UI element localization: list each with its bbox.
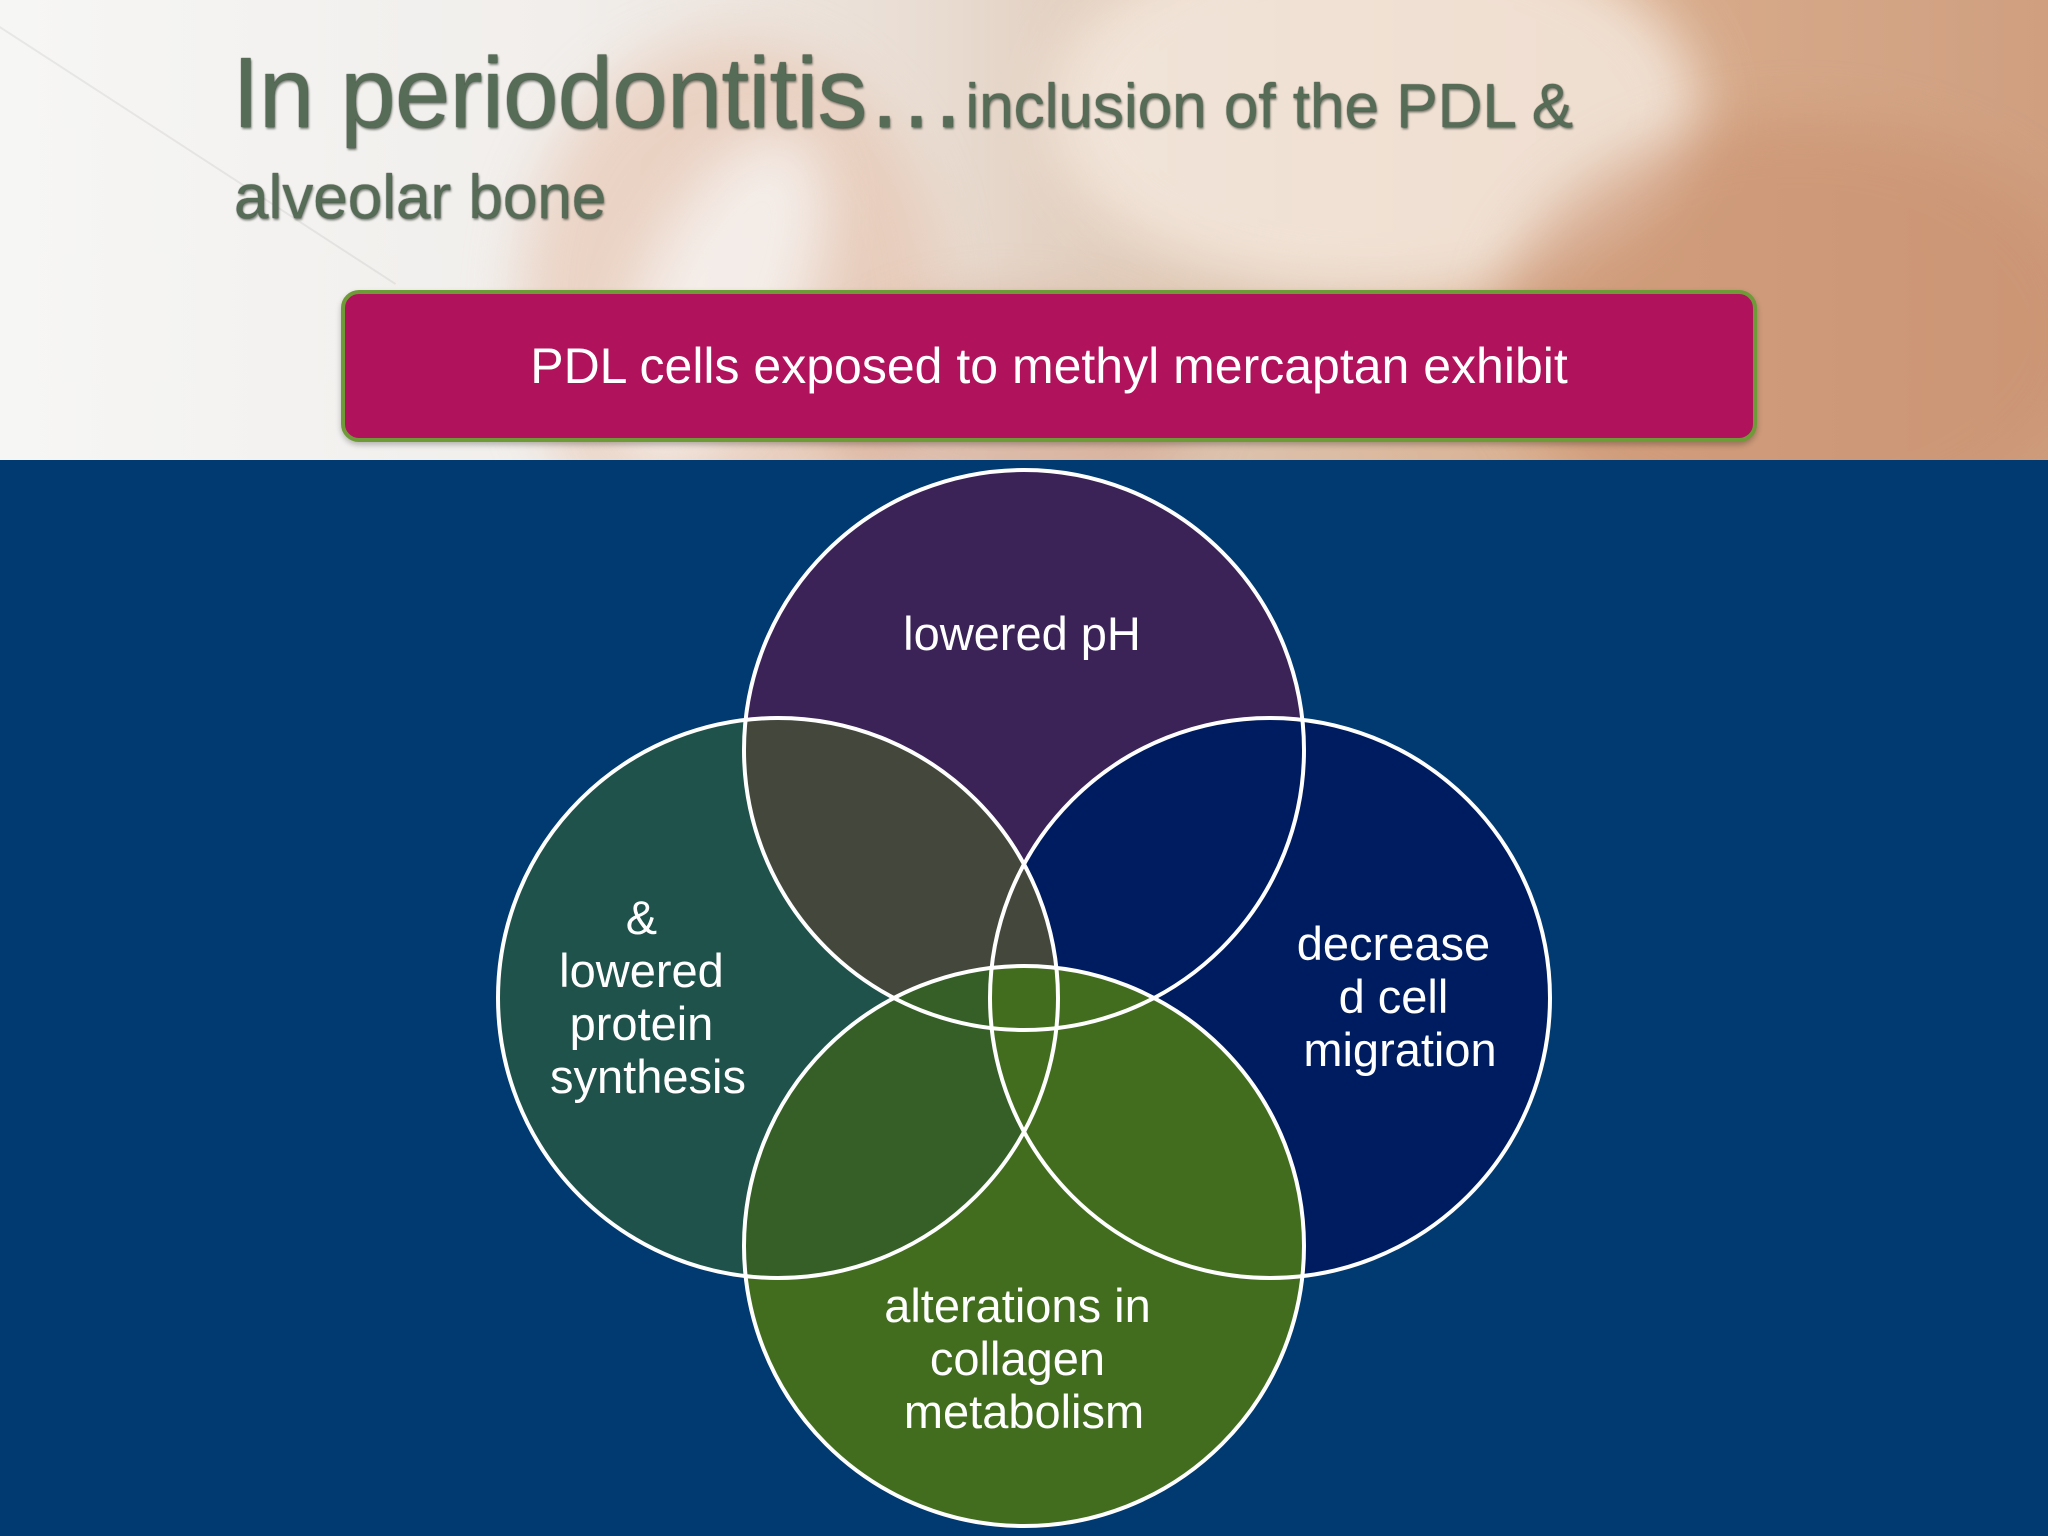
venn-outline-bottom xyxy=(742,964,1306,1528)
venn-label-bottom: alterations in collagen metabolism xyxy=(884,1279,1164,1438)
banner-box: PDL cells exposed to methyl mercaptan ex… xyxy=(341,290,1757,442)
title-small-text: inclusion of the PDL & xyxy=(965,72,1574,141)
venn-outline-top xyxy=(742,468,1306,1032)
title-second-line: alveolar bone xyxy=(234,163,607,232)
venn-label-top: lowered pH xyxy=(903,607,1141,660)
venn-outline-right xyxy=(988,716,1552,1280)
banner-text: PDL cells exposed to methyl mercaptan ex… xyxy=(530,338,1568,394)
venn-outline-left xyxy=(496,716,1060,1280)
venn-label-left: & lowered protein synthesis xyxy=(550,891,746,1103)
title-large-text: In periodontitis… xyxy=(232,37,966,149)
venn-label-right: decrease d cell migration xyxy=(1297,917,1503,1076)
slide-title: In periodontitis…inclusion of the PDL & xyxy=(232,38,1852,148)
